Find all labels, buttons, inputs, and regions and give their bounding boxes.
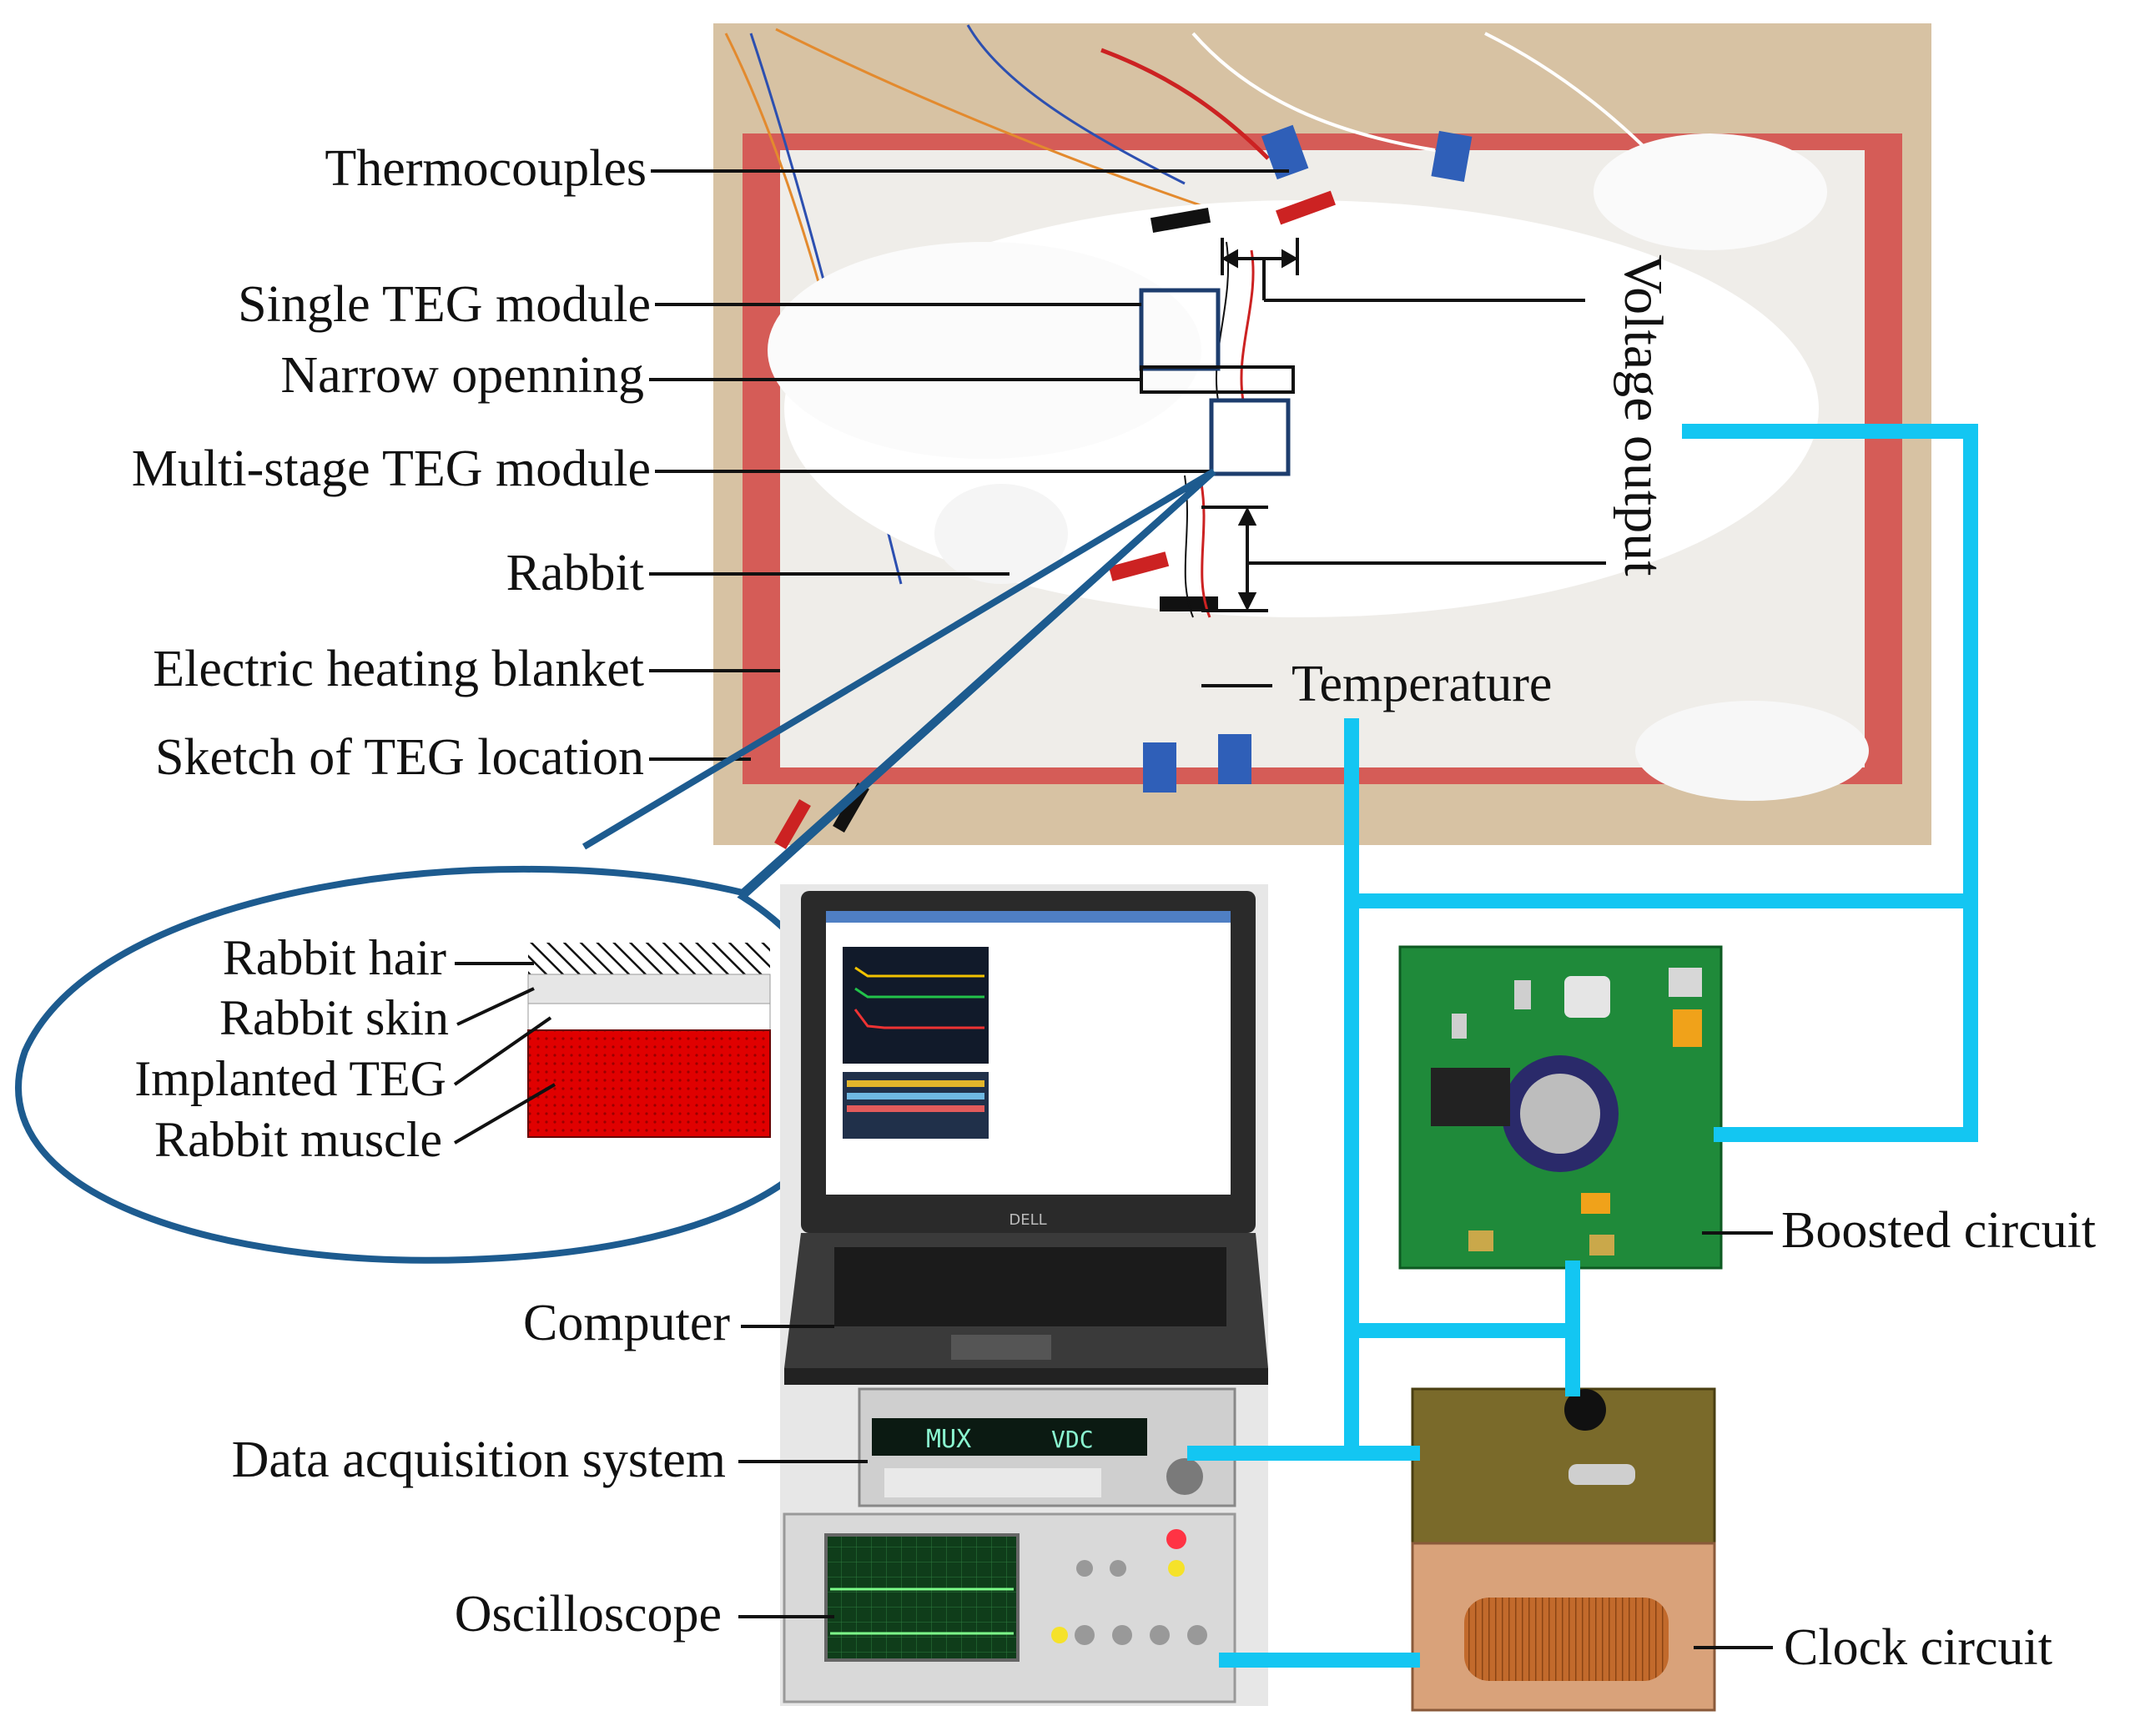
label-rabbit: Rabbit: [506, 545, 644, 601]
muscle-layer: [527, 1029, 771, 1138]
label-rabbit-muscle: Rabbit muscle: [154, 1112, 442, 1167]
equipment-photo: DELL MUX VDC: [780, 884, 1268, 1706]
boosted-circuit-board: [1398, 945, 1723, 1270]
hair-layer: [528, 943, 770, 974]
multi-stage-teg-box: [1209, 398, 1291, 476]
label-voltage-output: Voltage output: [1613, 254, 1674, 576]
label-multi-stage-teg: Multi-stage TEG module: [132, 440, 651, 497]
label-implanted-teg: Implanted TEG: [134, 1051, 446, 1106]
connection-lines: [1187, 424, 1978, 1668]
label-rabbit-hair: Rabbit hair: [223, 930, 446, 985]
label-temperature: Temperature: [1292, 656, 1552, 712]
label-boosted-circuit: Boosted circuit: [1781, 1202, 2096, 1259]
label-computer: Computer: [523, 1295, 730, 1351]
teg-layer: [527, 1003, 771, 1031]
label-single-teg: Single TEG module: [238, 276, 651, 333]
clock-circuit-board: [1411, 1387, 1716, 1712]
label-thermocouples: Thermocouples: [325, 140, 647, 197]
laptop-brand: DELL: [1009, 1211, 1046, 1229]
teg-location-callout: Rabbit hair Rabbit skin Implanted TEG Ra…: [15, 468, 1216, 1264]
skin-layer: [527, 974, 771, 1004]
label-data-acquisition: Data acquisition system: [232, 1432, 726, 1488]
rabbit-photo: [713, 23, 1931, 849]
label-narrow-opening: Narrow openning: [280, 347, 644, 404]
label-oscilloscope: Oscilloscope: [455, 1586, 722, 1643]
label-heating-blanket: Electric heating blanket: [153, 641, 644, 697]
dmm-display-left: MUX: [926, 1425, 971, 1454]
left-labels: Thermocouples Single TEG module Narrow o…: [132, 140, 1289, 786]
label-rabbit-skin: Rabbit skin: [219, 990, 449, 1045]
label-clock-circuit: Clock circuit: [1784, 1619, 2052, 1676]
voltage-bracket: [1221, 238, 1585, 302]
label-sketch-teg: Sketch of TEG location: [155, 729, 644, 786]
temperature-bracket: [1201, 506, 1606, 687]
dmm-display-right: VDC: [1051, 1426, 1094, 1453]
